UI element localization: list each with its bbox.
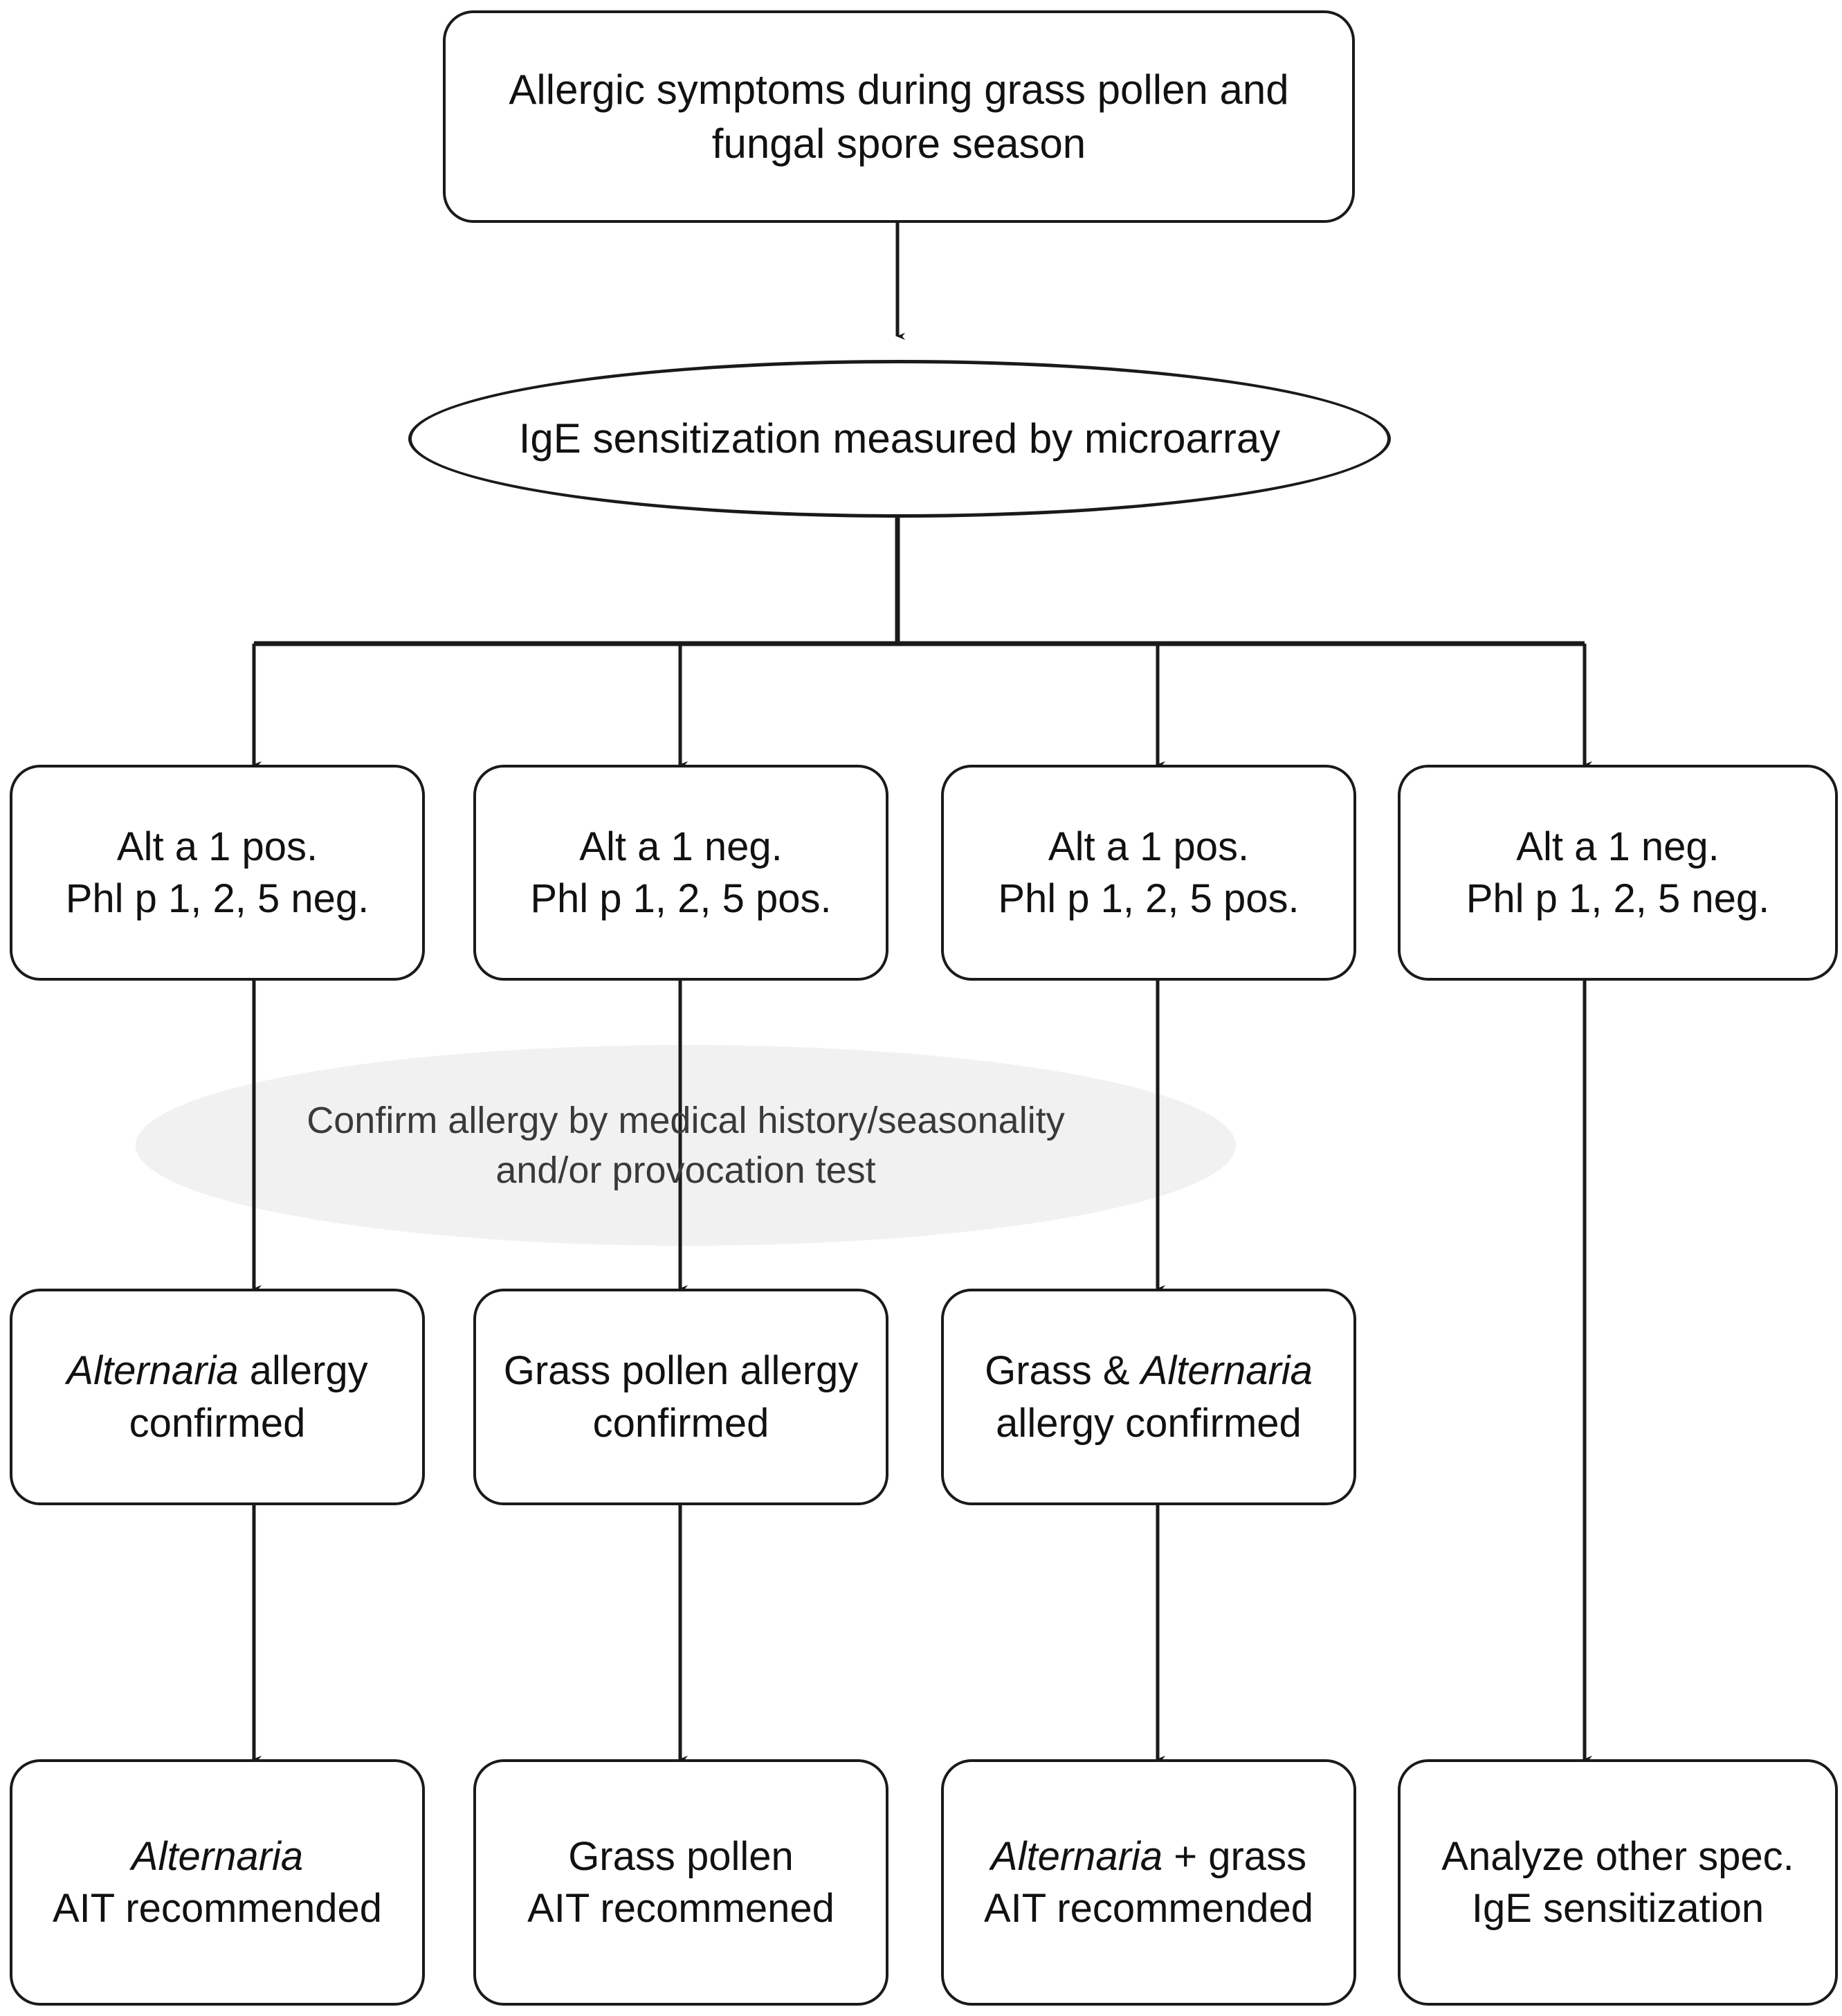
node-recommendation-4[interactable]: Analyze other spec. IgE sensitization — [1398, 1759, 1838, 2006]
node-recommendation-1-label: Alternaria AIT recommended — [52, 1833, 383, 1931]
node-recommendation-4-label: Analyze other spec. IgE sensitization — [1441, 1833, 1794, 1931]
node-ige-microarray-label: IgE sensitization measured by microarray — [518, 415, 1281, 462]
node-diagnosis-2[interactable]: Grass pollen allergy confirmed — [473, 1289, 888, 1505]
node-result-1[interactable]: Alt a 1 pos.Phl p 1, 2, 5 neg. — [10, 765, 425, 981]
node-recommendation-2[interactable]: Grass pollen AIT recommened — [473, 1759, 888, 2006]
node-allergic-symptoms-label: Allergic symptoms during grass pollen an… — [509, 66, 1289, 167]
node-diagnosis-1-label: Alternaria allergy confirmed — [66, 1348, 368, 1446]
confirm-allergy-highlight — [136, 1045, 1236, 1246]
node-result-1-label: Alt a 1 pos.Phl p 1, 2, 5 neg. — [65, 824, 370, 921]
node-result-4-label: Alt a 1 neg.Phl p 1, 2, 5 neg. — [1466, 824, 1770, 921]
node-result-2[interactable]: Alt a 1 neg.Phl p 1, 2, 5 pos. — [473, 765, 888, 981]
node-allergic-symptoms[interactable]: Allergic symptoms during grass pollen an… — [443, 10, 1355, 223]
node-recommendation-3-label: Alternaria + grass AIT recommended — [983, 1833, 1314, 1931]
node-diagnosis-1[interactable]: Alternaria allergy confirmed — [10, 1289, 425, 1505]
node-result-2-label: Alt a 1 neg.Phl p 1, 2, 5 pos. — [530, 824, 832, 921]
node-diagnosis-3-label: Grass & Alternaria allergy confirmed — [985, 1348, 1313, 1446]
node-result-4[interactable]: Alt a 1 neg.Phl p 1, 2, 5 neg. — [1398, 765, 1838, 981]
node-recommendation-3[interactable]: Alternaria + grass AIT recommended — [941, 1759, 1356, 2006]
node-result-3[interactable]: Alt a 1 pos.Phl p 1, 2, 5 pos. — [941, 765, 1356, 981]
node-recommendation-1[interactable]: Alternaria AIT recommended — [10, 1759, 425, 2006]
node-ige-microarray[interactable]: IgE sensitization measured by microarray — [408, 360, 1391, 518]
node-diagnosis-3[interactable]: Grass & Alternaria allergy confirmed — [941, 1289, 1356, 1505]
node-result-3-label: Alt a 1 pos.Phl p 1, 2, 5 pos. — [998, 824, 1300, 921]
node-recommendation-2-label: Grass pollen AIT recommened — [527, 1833, 835, 1931]
confirm-allergy-label: Confirm allergy by medical history/seaso… — [307, 1099, 1065, 1191]
node-diagnosis-2-label: Grass pollen allergy confirmed — [503, 1348, 859, 1446]
